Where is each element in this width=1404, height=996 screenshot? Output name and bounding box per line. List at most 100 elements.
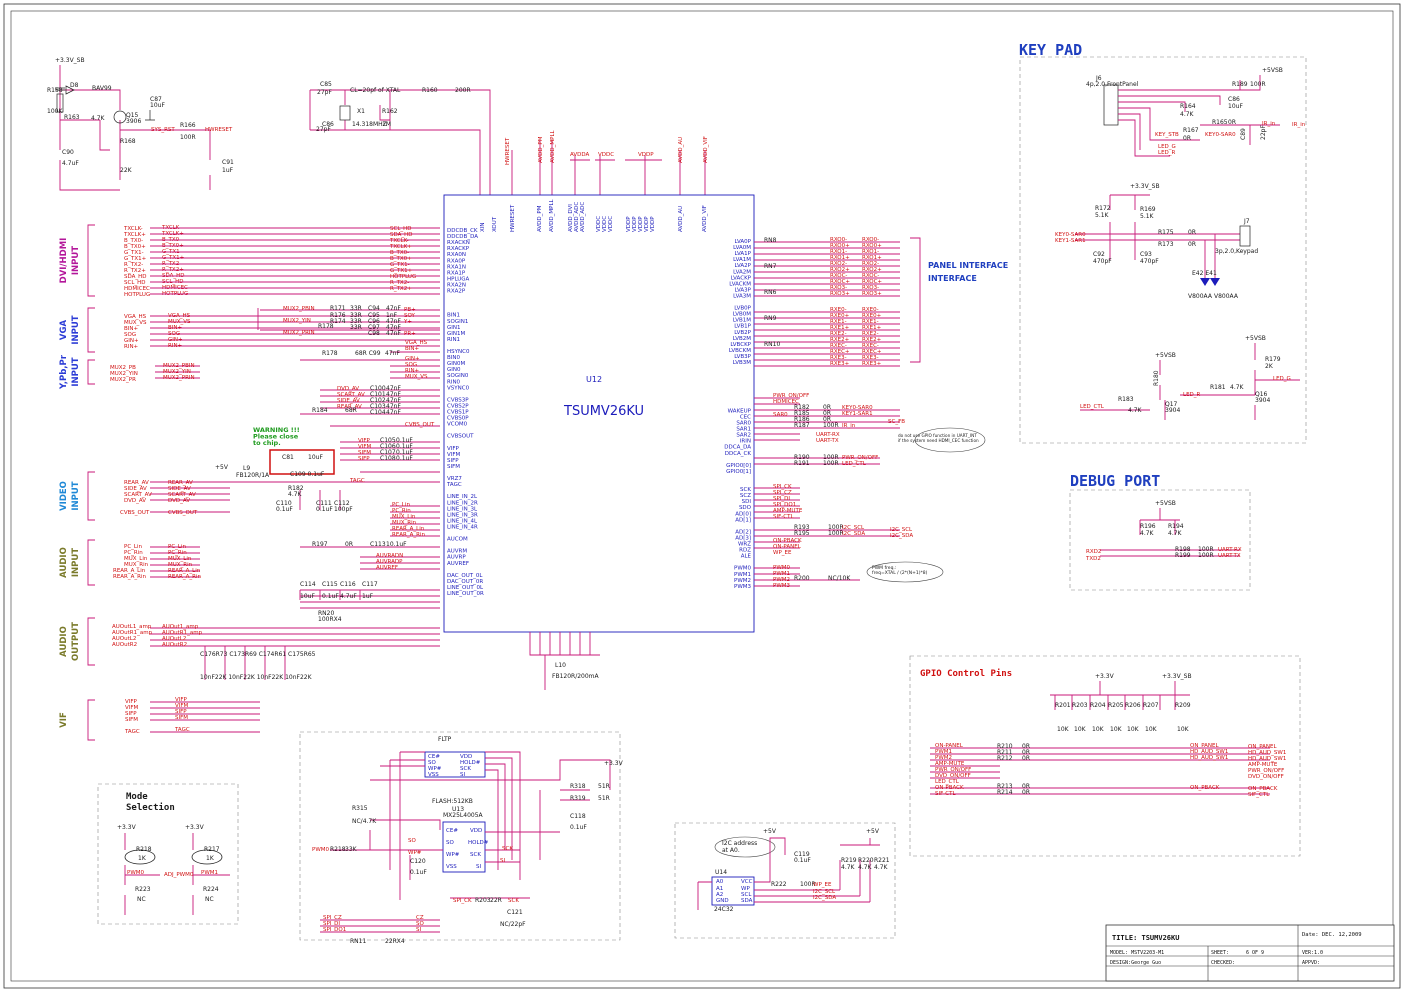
resistor-value: 10K [1074, 726, 1087, 733]
chip-pin-label: SAR2 [736, 433, 751, 439]
svg-text:R182: R182 [794, 404, 810, 411]
svg-text:0.1uF: 0.1uF [396, 443, 413, 450]
chip-pin-label: RXA1P [447, 270, 466, 276]
svg-text:3904: 3904 [1165, 407, 1180, 414]
svg-text:REAR_A_Lin: REAR_A_Lin [392, 526, 425, 532]
svg-text:R198: R198 [1175, 546, 1191, 553]
svg-text:C94: C94 [368, 305, 380, 312]
svg-text:SCK: SCK [470, 852, 481, 858]
group-bracket [87, 617, 95, 666]
svg-text:4.7K: 4.7K [1168, 530, 1183, 537]
svg-text:CE#: CE# [446, 828, 458, 834]
audio-in-nets: PC_Lin PC_Rin MUX_Lin MUX_Rin REAR_A_Lin… [113, 544, 201, 580]
chip-pin-label: AVDD_MPLL [549, 198, 555, 232]
svg-text:100R: 100R [1198, 546, 1214, 553]
svg-text:C115: C115 [322, 581, 338, 588]
svg-text:SIDE_AV: SIDE_AV [168, 486, 191, 492]
svg-text:C86: C86 [1228, 96, 1240, 103]
svg-text:SDA: SDA [741, 898, 753, 904]
video-in-nets: REAR_AV SIDE_AV SCART_AV DVD_AV CVBS_OUT… [120, 480, 198, 516]
svg-text:5.1K: 5.1K [1140, 213, 1155, 220]
input-group-label: VIDEO [59, 481, 69, 511]
chip-pin-label: AD[2] [735, 529, 751, 535]
chip-pin-label: LINE_IN_4L [447, 518, 478, 524]
net-label: RXE2+ [830, 337, 850, 343]
svg-text:LED_R: LED_R [1158, 150, 1176, 156]
chip-pin-label: AVDD_AU [678, 206, 684, 232]
chip-pin-label: AVDD_DVI [568, 204, 574, 232]
svg-text:R197: R197 [312, 541, 328, 548]
svg-text:4.7K: 4.7K [874, 864, 889, 871]
svg-text:G_TX1+: G_TX1+ [390, 268, 413, 274]
svg-text:R211: R211 [997, 749, 1013, 756]
svg-text:C87: C87 [150, 96, 162, 103]
svg-text:PC_Lin: PC_Lin [392, 502, 410, 508]
svg-text:U13: U13 [452, 806, 464, 813]
svg-text:PWM1: PWM1 [773, 571, 790, 577]
net-label: RXE3- [830, 355, 847, 361]
svg-text:DVD_ON/OFF: DVD_ON/OFF [1248, 774, 1284, 780]
net-label: RXO3+ [862, 291, 882, 297]
chip-pin-label: LVA1P [735, 251, 752, 257]
svg-text:R217: R217 [204, 846, 220, 853]
svg-text:4.7K: 4.7K [1140, 530, 1155, 537]
svg-text:SCK: SCK [460, 766, 471, 772]
svg-text:NC/22pF: NC/22pF [500, 921, 526, 928]
svg-text:22RX4: 22RX4 [385, 938, 405, 945]
svg-text:AMP-MUTE: AMP-MUTE [935, 761, 965, 767]
svg-text:R214: R214 [997, 789, 1013, 796]
top-power: HWRESET AVDD_PM AVDD_MPLL AVDDA VDDC VDD… [505, 129, 709, 195]
svg-text:Q17: Q17 [1165, 401, 1178, 408]
svg-text:KEY0-SAR0: KEY0-SAR0 [842, 405, 873, 411]
svg-text:PC_Rin: PC_Rin [392, 508, 411, 514]
chip-pin-label: LINE_OUT_0R [447, 591, 484, 597]
chip-pin-label: AUVREF [447, 561, 469, 567]
svg-text:UART-RX: UART-RX [1218, 547, 1242, 553]
svg-text:+5VSB: +5VSB [1155, 500, 1176, 507]
svg-text:RIN+: RIN+ [168, 343, 183, 349]
svg-text:33R: 33R [350, 318, 362, 325]
svg-text:C81: C81 [282, 454, 294, 461]
svg-text:R220: R220 [858, 857, 874, 864]
svg-text:PWM3: PWM3 [773, 583, 791, 589]
svg-text:3904: 3904 [1255, 397, 1270, 404]
svg-text:REAR_A_Lin: REAR_A_Lin [113, 568, 146, 574]
svg-text:FLTP: FLTP [438, 736, 452, 743]
svg-text:SI: SI [460, 772, 465, 778]
svg-text:KEY_STB: KEY_STB [1155, 132, 1179, 138]
net-label: RXO2+ [830, 267, 850, 273]
svg-text:IR_in: IR_in [1292, 122, 1306, 128]
svg-text:R164: R164 [1180, 103, 1196, 110]
net-label: RXEC+ [862, 349, 882, 355]
chip-pin-label: BIN0 [447, 355, 461, 361]
svg-text:AMP-MUTE: AMP-MUTE [773, 508, 803, 514]
svg-text:C92: C92 [1093, 251, 1105, 258]
svg-text:CVBS_OUT: CVBS_OUT [120, 510, 150, 516]
svg-text:R_TX2+: R_TX2+ [390, 286, 412, 292]
svg-text:C100: C100 [370, 385, 386, 392]
svg-text:WP_EE: WP_EE [773, 550, 792, 556]
svg-text:100R: 100R [800, 881, 816, 888]
svg-text:47nF: 47nF [386, 385, 401, 392]
svg-text:R178: R178 [318, 323, 334, 330]
resistor-network-label: RN7 [764, 263, 777, 270]
svg-text:0.1uF: 0.1uF [276, 506, 293, 513]
svg-text:0R: 0R [823, 404, 831, 411]
chip-pin-label: AUVRP [447, 555, 466, 561]
resistor-value: 10K [1110, 726, 1123, 733]
svg-text:R195: R195 [794, 530, 810, 537]
svg-text:SO: SO [416, 921, 424, 927]
chip-pin-label: AVDD_VIF [702, 205, 708, 232]
chip-pin-label: SIFM [447, 464, 460, 470]
svg-text:0.1uF: 0.1uF [570, 824, 587, 831]
net-label: RXE0+ [862, 313, 882, 319]
svg-text:SDA_HD: SDA_HD [390, 232, 413, 238]
svg-text:GIN+: GIN+ [168, 337, 183, 343]
chip-pin-label: VDDP [644, 216, 650, 232]
svg-text:1uF: 1uF [362, 593, 374, 600]
chip-pin-label: VIFP [447, 446, 460, 452]
svg-text:MUX_Rin: MUX_Rin [168, 562, 193, 568]
svg-text:WP#: WP# [428, 766, 442, 772]
net-label: RXO2- [830, 261, 847, 267]
